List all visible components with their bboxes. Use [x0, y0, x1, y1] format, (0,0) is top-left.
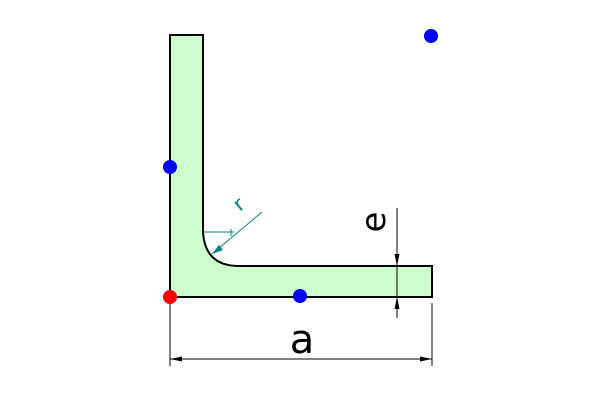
width-dimension: a [169, 303, 433, 366]
radius-arrowhead [212, 245, 223, 254]
thickness-dimension: e [354, 208, 400, 318]
control-point-left-edge[interactable] [163, 160, 177, 174]
width-label: a [290, 317, 315, 363]
thickness-arrow-top [394, 254, 400, 266]
anchor-point[interactable] [163, 290, 177, 304]
control-point-bottom-edge[interactable] [293, 289, 307, 303]
angle-profile-shape [169, 34, 433, 298]
radius-label: r [228, 192, 250, 216]
thickness-label: e [354, 212, 394, 233]
width-arrow-right [420, 356, 432, 362]
control-point-top-right[interactable] [424, 29, 438, 43]
radius-annotation: r [203, 192, 263, 255]
width-arrow-left [170, 356, 182, 362]
thickness-arrow-bottom [394, 297, 400, 309]
